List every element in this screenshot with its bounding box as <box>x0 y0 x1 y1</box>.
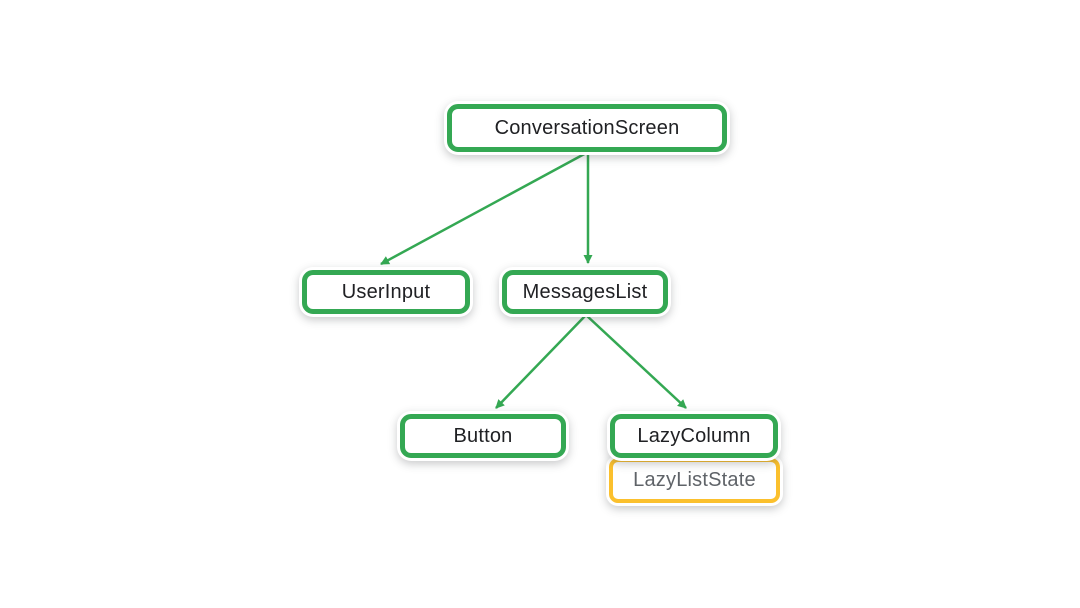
edge-messageslist-lazycolumn <box>585 314 687 409</box>
node-lazy-column: LazyColumn <box>610 414 778 458</box>
node-button: Button <box>400 414 566 458</box>
edge-conversationscreen-userinput <box>380 150 589 266</box>
node-messages-list-label: MessagesList <box>522 280 648 303</box>
node-conversation-screen: ConversationScreen <box>447 104 727 152</box>
node-button-label: Button <box>453 424 513 447</box>
node-user-input: UserInput <box>302 270 470 314</box>
node-user-input-label: UserInput <box>341 280 431 303</box>
node-lazy-column-label: LazyColumn <box>637 424 751 447</box>
node-messages-list: MessagesList <box>502 270 668 314</box>
node-conversation-screen-label: ConversationScreen <box>494 116 680 139</box>
node-lazy-list-state: LazyListState <box>609 458 780 503</box>
node-lazy-list-state-label: LazyListState <box>633 469 756 491</box>
edge-messageslist-button <box>495 314 587 409</box>
